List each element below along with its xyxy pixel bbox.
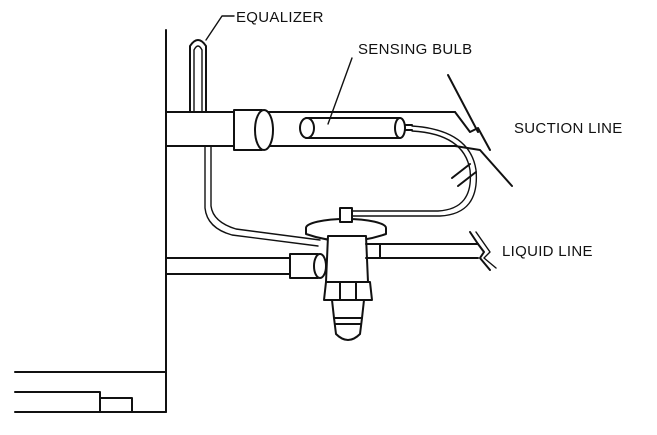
capillary-tube — [351, 125, 478, 217]
equalizer-label: EQUALIZER — [236, 9, 324, 26]
suction-line-label: SUCTION LINE — [514, 120, 623, 137]
equalizer-tube — [189, 15, 321, 247]
expansion-valve — [305, 207, 387, 341]
liquid-line-label: LIQUID LINE — [502, 243, 593, 260]
evaporator-wall — [14, 29, 167, 413]
suction-line-pipe — [165, 74, 513, 187]
sensing-bulb-shape — [299, 57, 413, 139]
sensing-bulb-label: SENSING BULB — [358, 41, 472, 58]
liquid-line-pipe — [165, 231, 497, 279]
